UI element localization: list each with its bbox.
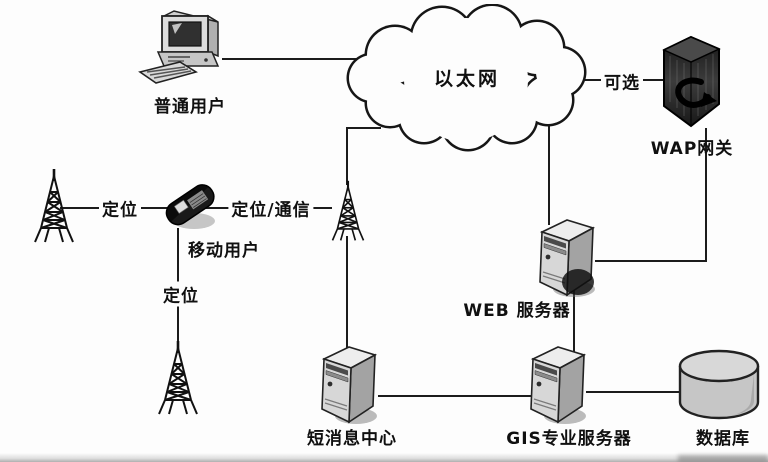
link-tower2-sms-v: [346, 236, 348, 350]
edge-label-locate-left: 定位: [99, 195, 141, 221]
antenna-tower-icon: [157, 340, 199, 416]
sms-center-label: 短消息中心: [307, 429, 397, 449]
edge-label-optional: 可选: [601, 68, 643, 94]
antenna-tower-icon: [33, 168, 75, 244]
regular-user-label: 普通用户: [154, 97, 226, 117]
web-server-label: WEB 服务器: [463, 301, 571, 321]
cloud-icon: [346, 4, 587, 152]
link-wap-web-h: [595, 260, 707, 262]
link-user-ethernet: [222, 58, 358, 60]
link-web-gis-v: [573, 290, 575, 352]
tower-server-icon: [321, 346, 378, 425]
database-cylinder-icon: [678, 349, 760, 420]
mobile-phone-icon: [165, 184, 215, 229]
desktop-computer-icon: [138, 10, 220, 84]
gis-server-label: GIS专业服务器: [506, 429, 632, 449]
mobile-user-label: 移动用户: [188, 241, 260, 261]
edge-label-locate-comm: 定位/通信: [228, 195, 314, 221]
link-ethernet-tower-v: [346, 127, 348, 185]
database-label: 数据库: [696, 429, 750, 449]
wap-gateway-label: WAP网关: [650, 139, 734, 159]
tower-server-icon: [530, 346, 587, 425]
scan-corner-artifact: [678, 455, 768, 462]
scan-edge-artifact: [0, 453, 768, 462]
gateway-column-icon: [662, 35, 721, 128]
link-wap-down-v: [705, 128, 707, 262]
edge-label-locate-down: 定位: [160, 281, 202, 307]
ethernet-label: 以太网: [433, 68, 501, 90]
link-gis-db-h: [586, 391, 682, 393]
tower-server-icon: [539, 219, 596, 298]
link-ethernet-web-v: [548, 112, 550, 225]
antenna-tower-icon: [331, 180, 365, 242]
link-sms-gis-h: [378, 395, 532, 397]
link-ethernet-tower-h: [346, 127, 381, 129]
